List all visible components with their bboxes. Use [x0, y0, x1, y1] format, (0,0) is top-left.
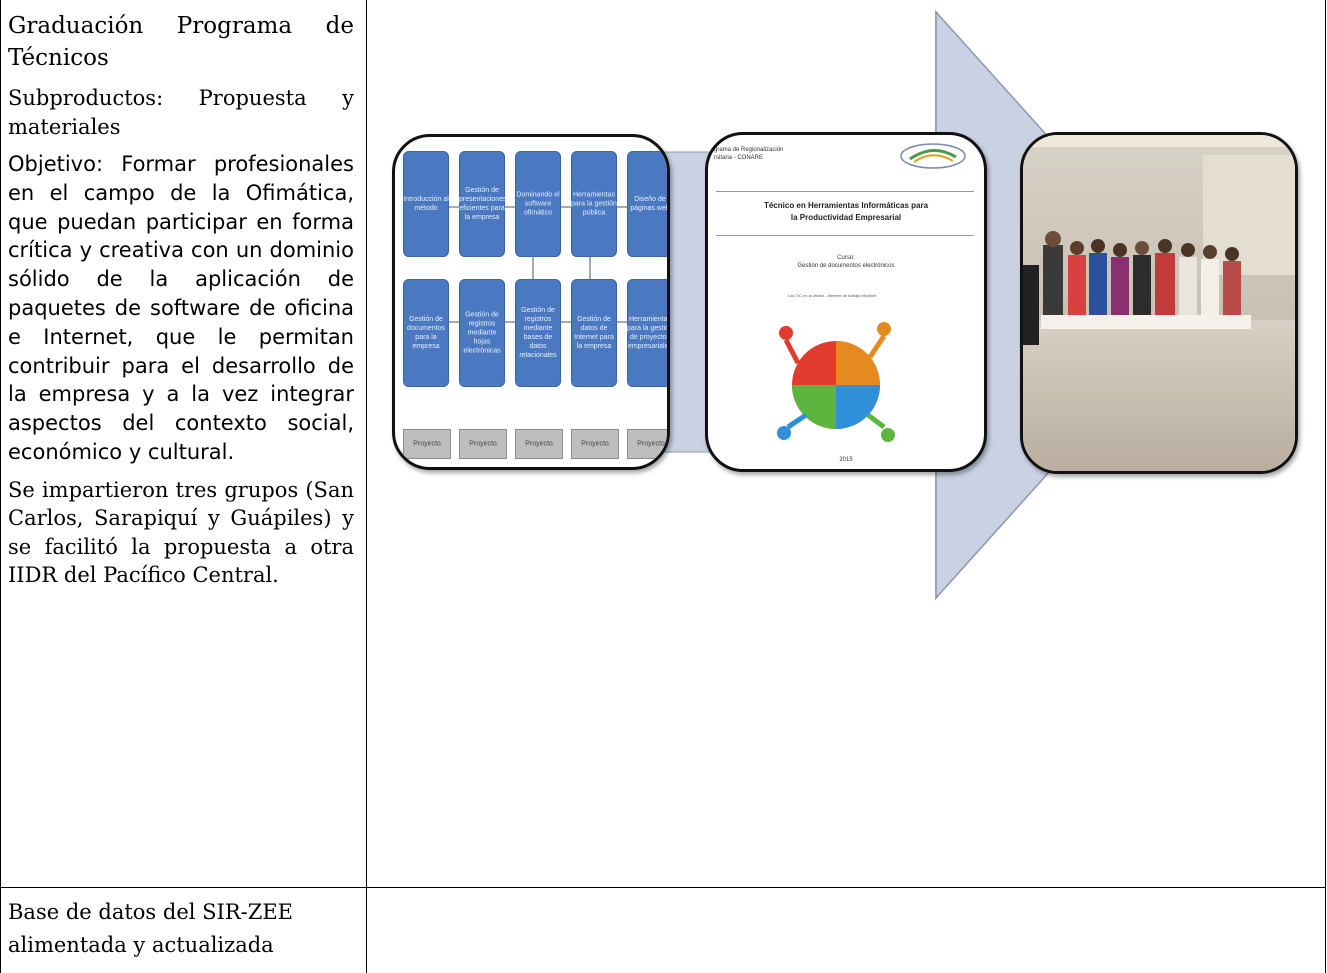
flowchart-box-label: Herramientas para la gestión de proyecto…: [627, 316, 670, 350]
flowchart-box: Gestión de datos de Internet para la emp…: [571, 279, 617, 387]
flowchart-box-label: Gestión de presentaciones eficientes par…: [459, 187, 507, 221]
flowchart-project-label: Proyecto: [637, 440, 665, 448]
people-group: [1023, 231, 1241, 345]
flowchart-box: Dominando el software ofimático: [515, 151, 561, 257]
flowchart-box: Herramientas para la gestión pública: [571, 151, 617, 257]
left-cell: Graduación Programa de Técnicos Subprodu…: [8, 10, 354, 599]
objective-text: Objetivo: Formar profesionales en el cam…: [8, 152, 354, 464]
chairs: [1041, 315, 1251, 329]
cover-title-line1: Técnico en Herramientas Informáticas par…: [763, 201, 929, 210]
puzzle-people-icon: [777, 322, 895, 442]
flowchart-project-label: Proyecto: [413, 440, 441, 448]
flowchart-box: Gestión de registros mediante bases de d…: [515, 279, 561, 387]
flowchart-project-box: Proyecto: [515, 429, 563, 459]
cover-year: 2015: [839, 457, 853, 463]
subproducts-text: Subproductos: Propuesta y materiales: [8, 86, 354, 139]
flowchart-box-label: Gestión de registros mediante bases de d…: [519, 307, 557, 359]
flowchart-project-box: Proyecto: [571, 429, 619, 459]
process-graphic: Introducción al método Gestión de present…: [380, 0, 1320, 620]
flowchart-project-label: Proyecto: [469, 440, 497, 448]
section-title: Graduación Programa de Técnicos: [8, 13, 354, 71]
flowchart-project-box: Proyecto: [459, 429, 507, 459]
table-right-border: [1325, 0, 1326, 973]
conare-logo-icon: [900, 143, 966, 169]
cover-header-line2: rsitaria - CONARE: [714, 155, 764, 161]
groups-text: Se impartieron tres grupos (San Carlos, …: [8, 477, 354, 588]
flowchart-project-box: Proyecto: [627, 429, 667, 459]
bottom-cell-text: Base de datos del SIR-ZEE alimentada y a…: [8, 900, 293, 957]
flowchart-box-label: Diseño de páginas web: [630, 196, 670, 212]
graduation-photo-frame: [1020, 132, 1298, 474]
flowchart-project-box: Proyecto: [403, 429, 451, 459]
graduation-photo: [1023, 135, 1295, 471]
flowchart-box-label: Introducción al método: [403, 196, 449, 212]
flowchart-box: Introducción al método: [403, 151, 449, 257]
flowchart-box: Gestión de registros mediante hojas elec…: [459, 279, 505, 387]
flowchart-box-label: Herramientas para la gestión pública: [571, 191, 617, 217]
table-row-divider: [0, 887, 1326, 888]
flowchart-box: Gestión de presentaciones eficientes par…: [459, 151, 507, 257]
flowchart-frame: Introducción al método Gestión de present…: [392, 134, 670, 470]
flowchart-box-label: Dominando el software ofimático: [516, 191, 560, 217]
cover-rule-mid: [716, 235, 974, 236]
cover-header-line1: grama de Regionalización: [714, 147, 784, 153]
document-cover-frame: grama de Regionalización rsitaria - CONA…: [705, 132, 987, 472]
flowchart-box-label: Gestión de documentos para la empresa: [406, 316, 446, 350]
flowchart-box-label: Gestión de registros mediante hojas elec…: [463, 311, 501, 355]
flowchart-box: Herramientas para la gestión de proyecto…: [627, 279, 670, 387]
flowchart-box: Gestión de documentos para la empresa: [403, 279, 449, 387]
cover-title-line2: la Productividad Empresarial: [790, 213, 902, 222]
flowchart-box: Diseño de páginas web: [627, 151, 670, 257]
cover-course-label: Curso:: [837, 255, 855, 261]
cover-course-name: Gestión de documentos electrónicos: [797, 263, 895, 269]
cover-small-note: Las TIC en la oficina - Internet de trab…: [788, 293, 877, 298]
cover-rule-top: [716, 191, 974, 192]
flowchart-project-label: Proyecto: [525, 440, 553, 448]
table-column-divider: [366, 0, 367, 973]
flowchart-box-label: Gestión de datos de Internet para la emp…: [574, 316, 614, 350]
table-left-border: [0, 0, 1, 973]
flowchart-project-label: Proyecto: [581, 440, 609, 448]
